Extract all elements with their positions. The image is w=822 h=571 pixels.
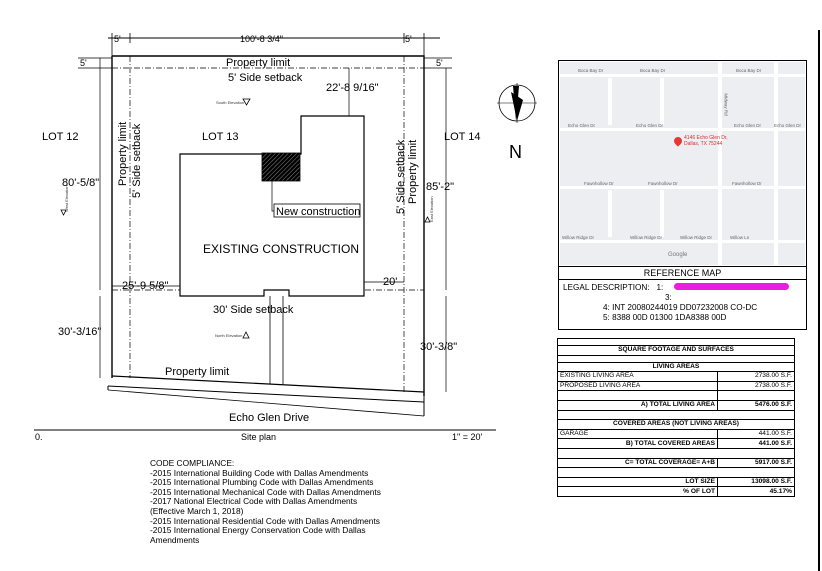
dim-25: 25'-9 5/8"	[122, 280, 168, 292]
north-label: N	[509, 142, 522, 162]
map-pin-icon[interactable]	[672, 135, 684, 147]
google-logo: Google	[668, 252, 688, 258]
code-line: -2017 National Electrical Code with Dall…	[150, 496, 358, 507]
dim-85: 85'-2"	[426, 181, 454, 193]
sheet-title: Site plan	[241, 432, 276, 442]
reference-map-title: REFERENCE MAP	[559, 266, 806, 280]
property-limit-top: Property limit	[226, 57, 290, 69]
side-setback-left: 5' Side setback	[131, 123, 143, 198]
legal-1: 1:	[656, 283, 664, 292]
map-street: Willow Ridge Dr	[562, 235, 595, 240]
sheet-number: 0.	[35, 432, 43, 442]
side-setback-bottom: 30' Side setback	[213, 304, 294, 316]
dim-80: 80'-5/8"	[62, 177, 99, 189]
covered-areas-header: COVERED AREAS (NOT LIVING AREAS)	[557, 419, 795, 430]
map-street: Midway Rd	[723, 93, 729, 116]
right-corner-dim: 5'	[436, 58, 443, 68]
sheet-border	[818, 30, 820, 571]
reference-map[interactable]: Boca Bay Dr Boca Bay Dr Boca Bay Dr Echo…	[560, 62, 805, 265]
map-street: Echo Glen Dr	[636, 123, 664, 128]
side-setback-top: 5' Side setback	[228, 72, 303, 84]
map-street: Willow Ln	[730, 235, 750, 240]
west-elev: West Elevation	[64, 185, 69, 212]
dim-30-right: 30'-3/8"	[420, 341, 457, 353]
map-street: Fawnhollow Dr	[732, 181, 762, 186]
code-line: -2015 International Energy Conservation …	[150, 525, 366, 536]
map-street: Boca Bay Dr	[640, 68, 666, 73]
top-dim-left: 5'	[114, 34, 121, 44]
east-elev: East Elevation	[429, 196, 434, 222]
legal-5: 5: 8388 00D 01300 1DA8388 00D	[603, 313, 727, 322]
legal-3: 3:	[665, 293, 672, 302]
lot-12: LOT 12	[42, 131, 79, 143]
new-construction-label: New construction	[276, 206, 360, 218]
street-name: Echo Glen Drive	[229, 412, 309, 424]
existing-construction-label: EXISTING CONSTRUCTION	[203, 242, 359, 256]
map-street: Boca Bay Dr	[736, 68, 762, 73]
lot-13: LOT 13	[202, 131, 239, 143]
top-dim-main: 100'-8 3/4"	[240, 34, 283, 44]
code-line: -2015 International Plumbing Code with D…	[150, 477, 374, 488]
dim-20: 20'	[383, 276, 397, 288]
code-line: -2015 International Building Code with D…	[150, 467, 369, 478]
south-elev: South Elevation	[216, 100, 244, 105]
north-elev: North Elevation	[215, 333, 242, 338]
code-title: CODE COMPLIANCE:	[150, 458, 235, 468]
lot-14: LOT 14	[444, 131, 481, 143]
living-areas-header: LIVING AREAS	[557, 361, 795, 373]
dim-30-left: 30'-3/16"	[58, 326, 101, 338]
table-title: SQUARE FOOTAGE AND SURFACES	[557, 345, 795, 356]
property-limit-left: Property limit	[117, 122, 129, 186]
map-street: Willow Ridge Dr	[680, 235, 713, 240]
map-street: Willow Ridge Dr	[630, 235, 663, 240]
property-limit-right: Property limit	[407, 140, 419, 204]
dim-22: 22'-8 9/16"	[326, 82, 379, 94]
code-line: Amendments	[150, 534, 200, 545]
map-street: Echo Glen Dr	[568, 123, 596, 128]
map-street: Boca Bay Dr	[578, 68, 604, 73]
legal-4: 4: INT 20080244019 DD07232008 CO-DC	[603, 303, 758, 312]
code-line: -2015 International Mechanical Code with…	[150, 486, 381, 497]
north-arrow-icon	[497, 83, 537, 123]
legal-label: LEGAL DESCRIPTION:	[563, 283, 650, 292]
code-line: -2015 International Residential Code wit…	[150, 515, 380, 526]
map-street: Fawnhollow Dr	[584, 181, 614, 186]
side-setback-right: 5' Side setback	[395, 139, 407, 214]
code-line: (Effective March 1, 2018)	[150, 505, 244, 516]
reference-map-panel: Boca Bay Dr Boca Bay Dr Boca Bay Dr Echo…	[558, 60, 807, 330]
map-street: Echo Glen Dr	[774, 123, 802, 128]
map-street: Fawnhollow Dr	[648, 181, 678, 186]
left-corner-dim: 5'	[80, 58, 87, 68]
sheet-scale: 1" = 20'	[452, 432, 482, 442]
property-limit-bottom: Property limit	[165, 366, 229, 378]
top-dim-right: 5'	[405, 34, 412, 44]
map-street: Echo Glen Dr	[734, 123, 762, 128]
legal-description-label: LEGAL DESCRIPTION: 1:	[563, 283, 663, 292]
map-pin-text: 4146 Echo Glen Dr, Dallas, TX 75244	[684, 135, 728, 147]
redaction-mark	[674, 283, 789, 290]
square-footage-table: SQUARE FOOTAGE AND SURFACES LIVING AREAS…	[556, 338, 795, 497]
code-compliance: CODE COMPLIANCE: -2015 International Bui…	[150, 458, 420, 545]
